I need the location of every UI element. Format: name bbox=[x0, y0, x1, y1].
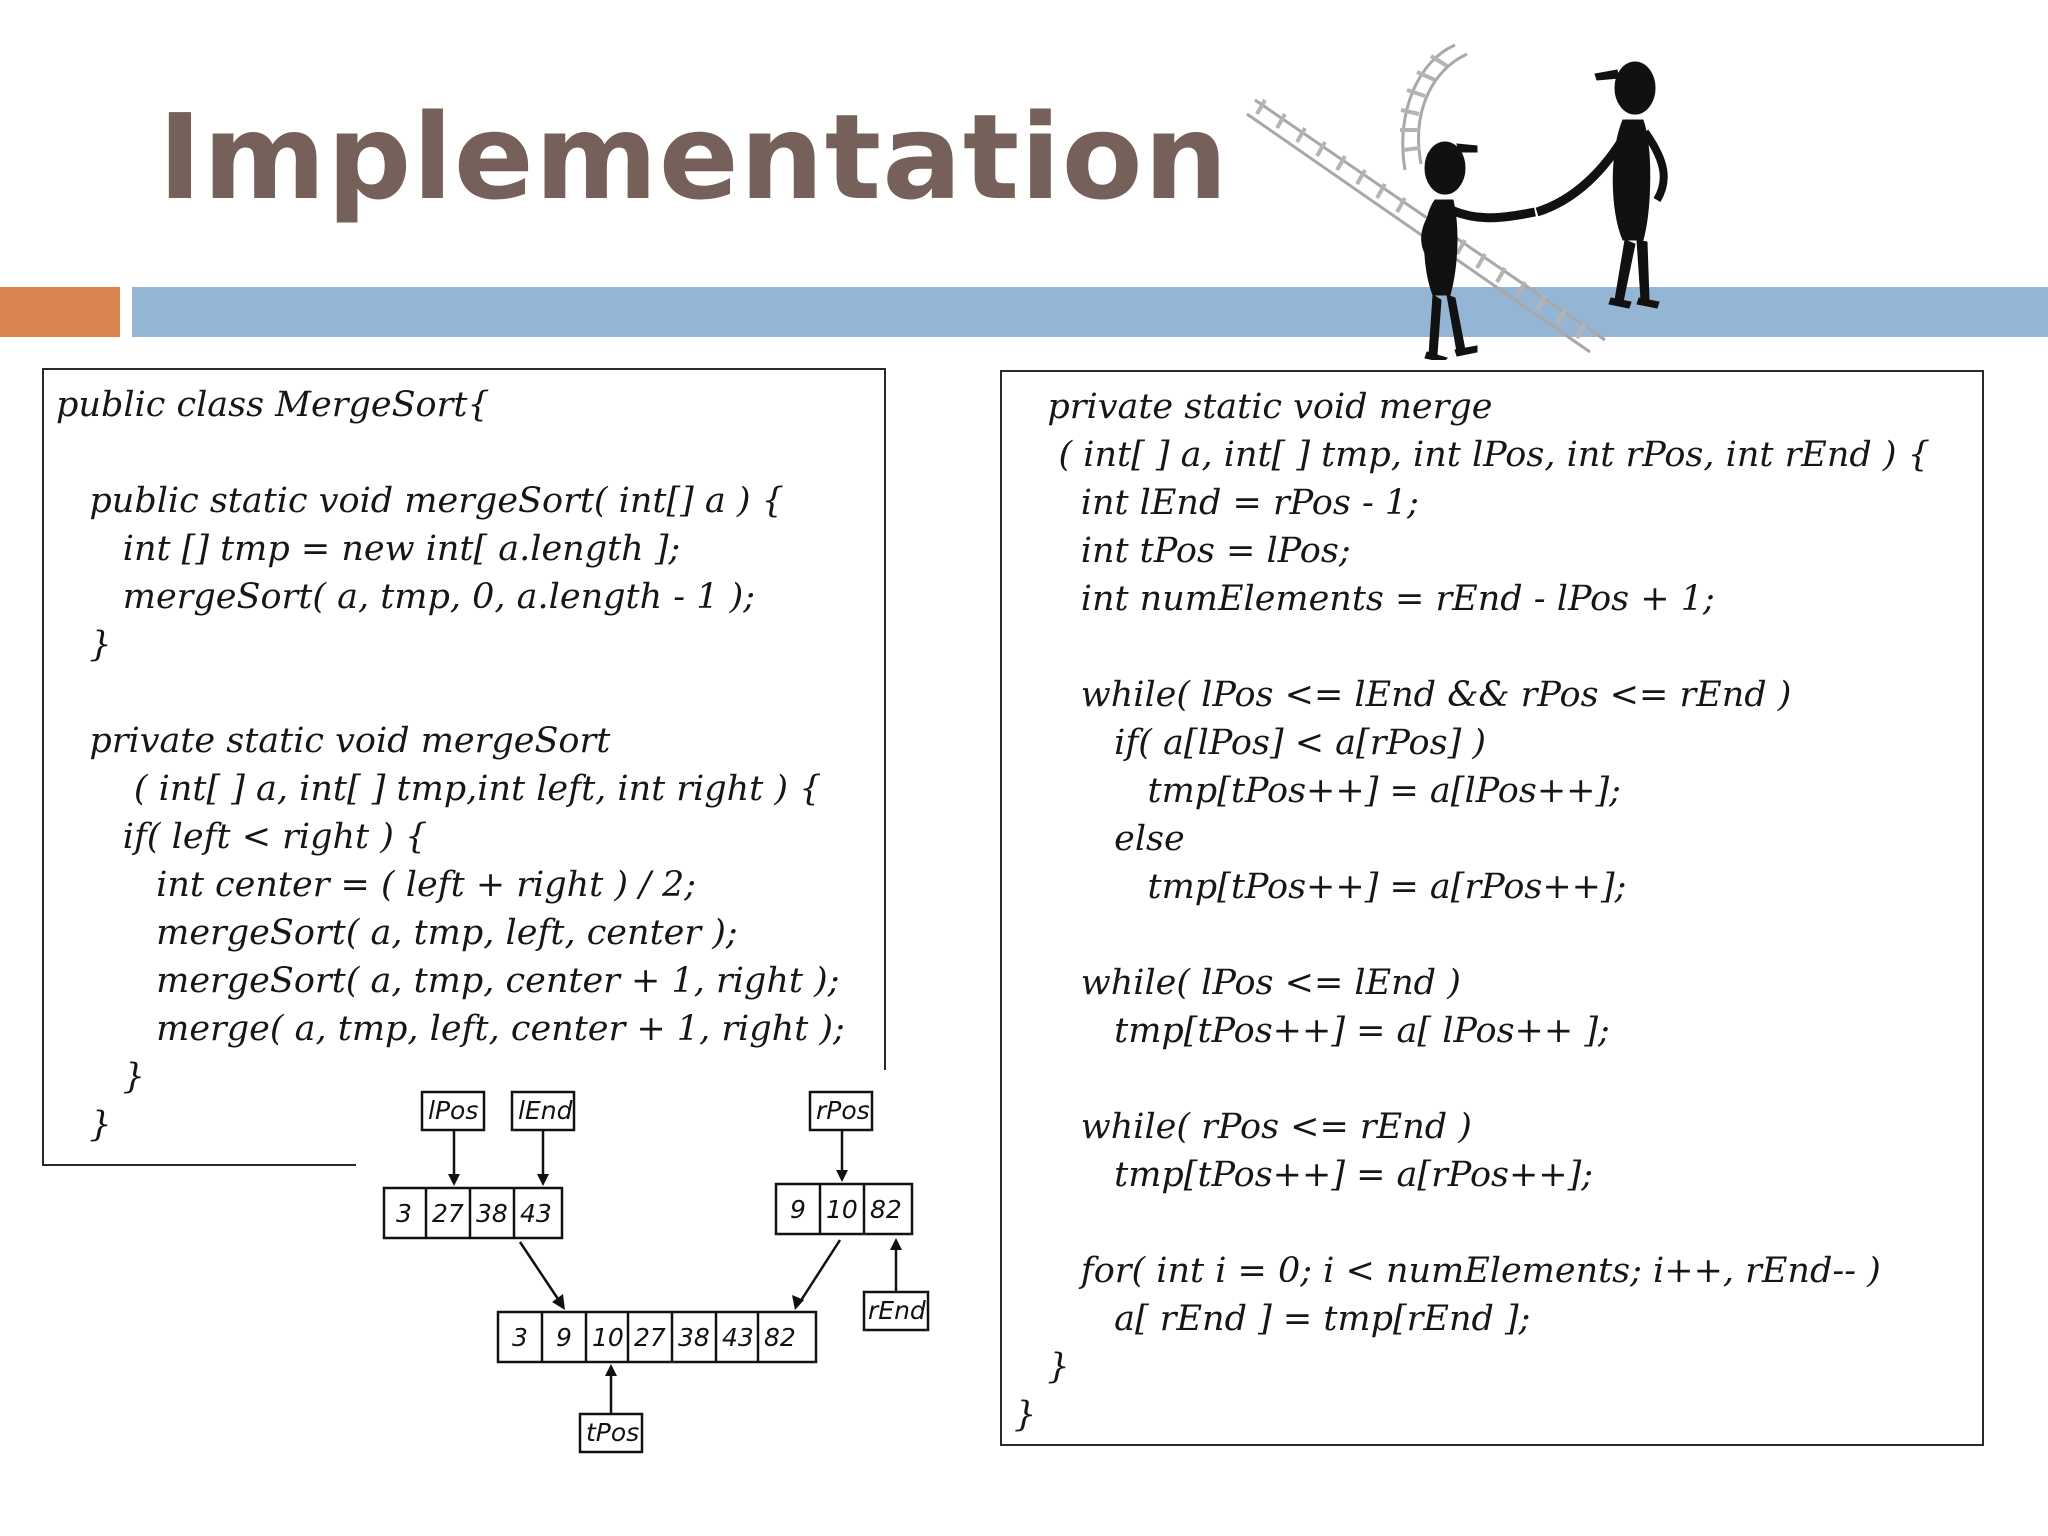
code-line: ( int[ ] a, int[ ] tmp,int left, int rig… bbox=[56, 769, 822, 809]
array-cell: 38 bbox=[678, 1323, 710, 1352]
code-line: ( int[ ] a, int[ ] tmp, int lPos, int rP… bbox=[1014, 435, 1930, 475]
code-line: else bbox=[1014, 819, 1185, 859]
array-cell: 43 bbox=[520, 1199, 552, 1228]
pointer-label-lpos: lPos bbox=[428, 1096, 479, 1125]
code-line: public class MergeSort{ bbox=[56, 385, 490, 425]
code-line: int [] tmp = new int[ a.length ]; bbox=[56, 529, 681, 569]
array-cell: 27 bbox=[634, 1323, 666, 1352]
merge-code-panel: private static void merge ( int[ ] a, in… bbox=[1000, 370, 1984, 1446]
slide-title: Implementation bbox=[158, 88, 1229, 226]
accent-bar-orange bbox=[0, 287, 120, 337]
code-line: } bbox=[1014, 1395, 1037, 1435]
array-cell: 3 bbox=[512, 1323, 528, 1352]
array-cell: 9 bbox=[790, 1195, 806, 1224]
merge-diagram: lPos lEnd rPos rEnd tPos 3 27 38 43 9 10… bbox=[370, 1080, 950, 1480]
array-cell: 82 bbox=[764, 1323, 796, 1352]
pointer-label-rend: rEnd bbox=[868, 1296, 926, 1325]
code-line: if( left < right ) { bbox=[56, 817, 428, 857]
code-line: tmp[tPos++] = a[ lPos++ ]; bbox=[1014, 1011, 1610, 1051]
array-cell: 9 bbox=[556, 1323, 572, 1352]
code-line: } bbox=[1014, 1347, 1070, 1387]
code-line: public static void mergeSort( int[] a ) … bbox=[56, 481, 784, 521]
code-line: int center = ( left + right ) / 2; bbox=[56, 865, 697, 905]
array-cell: 3 bbox=[396, 1199, 412, 1228]
mergesort-code-panel: public class MergeSort{ public static vo… bbox=[42, 368, 886, 1166]
code-line: while( rPos <= rEnd ) bbox=[1014, 1107, 1472, 1147]
code-line: if( a[lPos] < a[rPos] ) bbox=[1014, 723, 1487, 763]
pointer-label-tpos: tPos bbox=[586, 1418, 640, 1447]
code-line: tmp[tPos++] = a[rPos++]; bbox=[1014, 867, 1627, 907]
code-line: merge( a, tmp, left, center + 1, right )… bbox=[56, 1009, 845, 1049]
accent-bar-blue bbox=[132, 287, 2048, 337]
array-cell: 10 bbox=[592, 1323, 624, 1352]
code-line: mergeSort( a, tmp, left, center ); bbox=[56, 913, 738, 953]
code-line: } bbox=[56, 625, 112, 665]
code-line: int tPos = lPos; bbox=[1014, 531, 1351, 571]
code-line: while( lPos <= lEnd && rPos <= rEnd ) bbox=[1014, 675, 1792, 715]
code-line: mergeSort( a, tmp, center + 1, right ); bbox=[56, 961, 840, 1001]
code-line: int numElements = rEnd - lPos + 1; bbox=[1014, 579, 1715, 619]
code-line: a[ rEnd ] = tmp[rEnd ]; bbox=[1014, 1299, 1531, 1339]
array-cell: 38 bbox=[476, 1199, 508, 1228]
code-line: private static void merge bbox=[1014, 387, 1493, 427]
code-line: for( int i = 0; i < numElements; i++, rE… bbox=[1014, 1251, 1881, 1291]
code-line: private static void mergeSort bbox=[56, 721, 611, 761]
array-cell: 27 bbox=[432, 1199, 464, 1228]
code-line: tmp[tPos++] = a[rPos++]; bbox=[1014, 1155, 1594, 1195]
code-line: } bbox=[56, 1105, 112, 1145]
pointer-label-lend: lEnd bbox=[518, 1096, 573, 1125]
code-line: int lEnd = rPos - 1; bbox=[1014, 483, 1419, 523]
pointer-label-rpos: rPos bbox=[816, 1096, 870, 1125]
frame-gap bbox=[356, 1070, 896, 1166]
code-line: while( lPos <= lEnd ) bbox=[1014, 963, 1461, 1003]
code-line: } bbox=[56, 1057, 146, 1097]
array-cell: 43 bbox=[722, 1323, 754, 1352]
handshake-track-icon bbox=[1245, 40, 1685, 363]
code-line: mergeSort( a, tmp, 0, a.length - 1 ); bbox=[56, 577, 756, 617]
array-cell: 10 bbox=[826, 1195, 858, 1224]
code-line: tmp[tPos++] = a[lPos++]; bbox=[1014, 771, 1621, 811]
array-cell: 82 bbox=[870, 1195, 902, 1224]
